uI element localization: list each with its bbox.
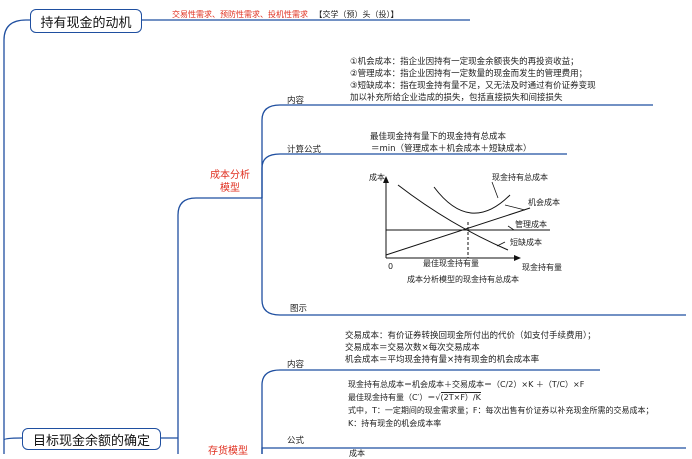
cost-formula-label: 计算公式 [287,145,322,155]
cost-content-line: ①机会成本：指企业因持有一定现金余额丧失的再投资收益； [350,57,579,67]
cost-diagram-caption: 成本分析模型的现金持有总成本 [407,275,519,284]
cost-model-title: 成本分析 模型 [200,169,260,195]
cost-formula-text: 最佳现金持有量下的现金持有总成本 ＝min（管理成本＋机会成本＋短缺成本） [370,131,532,155]
motive-node-title: 持有现金的动机 [40,15,132,31]
target-cash-node[interactable]: 目标现金余额的确定 [22,428,161,450]
opportunity-cost-leader [504,204,526,211]
inventory-content-line: 交易成本＝交易次数×每次交易成本 [345,343,480,353]
cost-diagram-y-arrow [383,176,389,183]
total-cost-leader [491,181,499,199]
inventory-formula-label: 公式 [287,436,305,446]
cost-diagram-x-arrow [514,255,521,261]
cost-content-text: ①机会成本：指企业因持有一定现金余额丧失的再投资收益； ②管理成本：指企业因持有… [350,56,596,104]
shortage-cost-leader [496,241,506,247]
cost-diagram-origin: 0 [388,262,394,271]
motive-mnemonic: 【交学（预）头（投）】 [314,10,399,19]
management-cost-leader [507,225,515,231]
inventory-content-line: 机会成本＝平均现金持有量×持有现金的机会成本率 [345,355,540,365]
cost-formula-line1: 最佳现金持有量下的现金持有总成本 [370,132,507,142]
cost-model-title-line2: 模型 [220,183,240,194]
inventory-content-text: 交易成本：有价证券转换回现金所付出的代价（如支付手续费用）； 交易成本＝交易次数… [345,330,596,366]
cost-diagram-x-label: 现金持有量 [522,263,562,272]
motive-needs-text: 交易性需求、预防性需求、投机性需求 【交学（预）头（投）】 [172,9,399,20]
total-cost-label: 现金持有总成本 [492,173,548,182]
management-cost-label: 管理成本 [515,220,547,229]
total-cost-curve [433,186,511,214]
inventory-formula-note-2: K：持有现金的机会成本率 [348,419,442,428]
opportunity-cost-line [385,207,531,256]
target-cash-node-title: 目标现金余额的确定 [32,433,150,449]
cost-diagram-optimal-label: 最佳现金持有量 [423,259,479,268]
inventory-content-line: 交易成本：有价证券转换回现金所付出的代价（如支付手续费用）； [345,331,596,341]
sqrt-icon: √ [435,393,441,402]
cost-model-title-line1: 成本分析 [210,170,250,181]
cost-figure-label: 图示 [290,304,308,314]
cost-formula-line2: ＝min（管理成本＋机会成本＋短缺成本） [371,144,532,154]
shortage-cost-curve [397,184,509,251]
motive-node[interactable]: 持有现金的动机 [30,9,142,33]
inventory-content-label: 内容 [287,360,305,370]
motive-needs: 交易性需求、预防性需求、投机性需求 [172,10,308,19]
cost-content-label: 内容 [287,96,305,106]
inventory-model-title: 存货模型 [208,446,248,457]
inventory-formula-note-1: 式中，T：一定期间的现金需求量；F：每次出售有价证券以补充现金所需的交易成本； [348,406,654,415]
inventory-optimal-formula-radical: (2T×F）/K [440,392,481,402]
inventory-optimal-formula-prefix: 最佳现金持有量（C′）＝ [348,393,436,402]
inventory-formula-text: 现金持有总成本＝机会成本＋交易成本＝（C/2）×K ＋（T/C）×F 最佳现金持… [348,378,653,430]
cost-diagram-y-label: 成本 [369,173,385,182]
cost-content-line: ②管理成本：指企业因持有一定数量的现金而发生的管理费用； [350,69,588,79]
inventory-total-cost-formula: 现金持有总成本＝机会成本＋交易成本＝（C/2）×K ＋（T/C）×F [348,380,585,389]
shortage-cost-label: 短缺成本 [510,238,542,247]
opportunity-cost-label: 机会成本 [528,198,560,207]
cost-content-line: 加以补充所给企业造成的损失，包括直接损失和间接损失 [350,93,563,103]
cost-content-line: ③短缺成本：指在现金持有量不足，又无法及时通过有价证券变现 [350,81,596,91]
inventory-optimal-formula: 最佳现金持有量（C′）＝√(2T×F）/K [348,391,653,404]
